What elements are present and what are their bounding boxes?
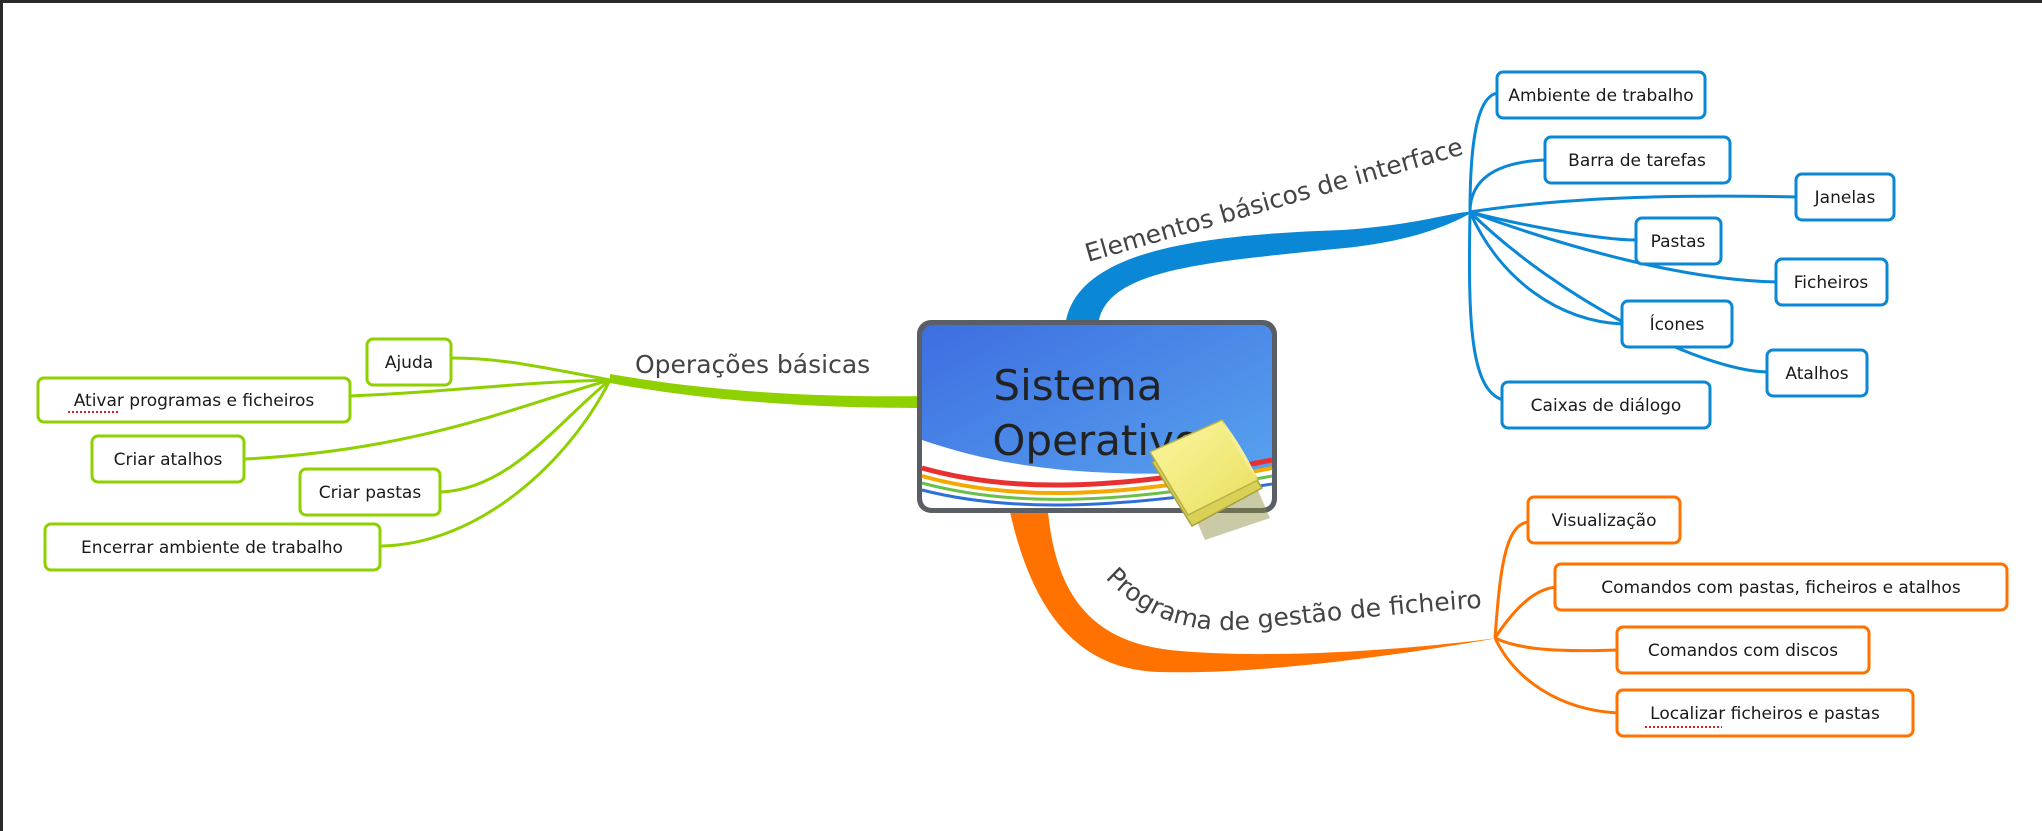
node-label: Ficheiros	[1794, 273, 1869, 293]
central-title-line1: Sistema	[993, 361, 1162, 410]
node-janelas[interactable]: Janelas	[1794, 172, 1896, 222]
sticky-notes-icon	[1148, 419, 1270, 540]
node-visualizacao[interactable]: Visualização	[1526, 495, 1682, 545]
branch-interface-trunk	[1065, 211, 1473, 328]
node-label: Caixas de diálogo	[1531, 396, 1682, 416]
node-barra-tarefas[interactable]: Barra de tarefas	[1543, 135, 1732, 185]
node-ficheiros[interactable]: Ficheiros	[1774, 257, 1889, 307]
node-atalhos[interactable]: Atalhos	[1765, 348, 1869, 398]
node-ambiente-trabalho[interactable]: Ambiente de trabalho	[1495, 70, 1707, 120]
node-criar-atalhos[interactable]: Criar atalhos	[90, 434, 246, 484]
node-encerrar-ambiente[interactable]: Encerrar ambiente de trabalho	[43, 522, 382, 572]
node-label: Ativar programas e ficheiros	[74, 391, 315, 411]
node-label: Barra de tarefas	[1568, 151, 1706, 171]
node-label: Pastas	[1651, 232, 1706, 252]
node-icones[interactable]: Ícones	[1620, 299, 1734, 349]
node-ajuda[interactable]: Ajuda	[365, 337, 453, 387]
branch-label-basic-ops: Operações básicas	[635, 350, 870, 379]
node-label: Ícones	[1650, 313, 1705, 335]
basic-ops-connectors	[244, 356, 612, 548]
node-criar-pastas[interactable]: Criar pastas	[298, 467, 442, 517]
node-label: Janelas	[1814, 188, 1876, 208]
node-pastas[interactable]: Pastas	[1634, 216, 1723, 266]
node-label: Criar atalhos	[114, 450, 223, 470]
node-caixas-dialogo[interactable]: Caixas de diálogo	[1500, 380, 1712, 430]
node-label: Criar pastas	[319, 483, 422, 503]
node-comandos-discos[interactable]: Comandos com discos	[1615, 625, 1871, 675]
node-label: Visualização	[1552, 511, 1657, 531]
node-label: Encerrar ambiente de trabalho	[81, 538, 343, 558]
branch-basic-ops-trunk	[610, 374, 925, 408]
node-label: Atalhos	[1785, 364, 1848, 384]
node-label: Localizar ficheiros e pastas	[1650, 704, 1880, 724]
node-label: Comandos com pastas, ficheiros e atalhos	[1601, 578, 1961, 598]
node-localizar[interactable]: Localizar ficheiros e pastas	[1615, 688, 1915, 738]
node-label: Comandos com discos	[1648, 641, 1838, 661]
node-label: Ambiente de trabalho	[1508, 86, 1693, 106]
node-label: Ajuda	[385, 353, 433, 373]
node-ativar-programas[interactable]: Ativar programas e ficheiros	[36, 376, 352, 424]
node-comandos-pastas[interactable]: Comandos com pastas, ficheiros e atalhos	[1553, 562, 2009, 612]
file-manager-connectors	[1493, 520, 1619, 715]
